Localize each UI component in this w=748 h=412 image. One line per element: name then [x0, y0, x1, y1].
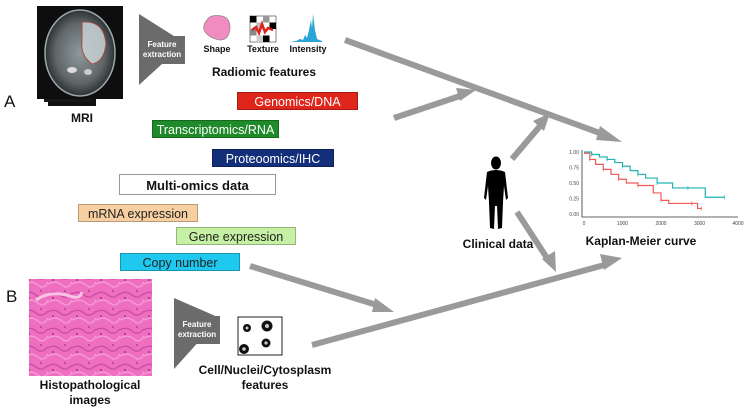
panel-letter-b: B [6, 287, 18, 306]
km-y-tick-label: 0.75 [569, 166, 579, 172]
arrowhead-clinical-down [542, 251, 556, 272]
cell-nuclei-icon [237, 316, 283, 356]
arrowhead-copy-number [372, 298, 394, 312]
arrow-copy-number-to-path [249, 263, 381, 309]
arrowhead-km-top [596, 126, 622, 142]
arrowhead-genomics [456, 88, 476, 101]
km-x-tick-label: 0 [583, 221, 586, 227]
km-series-group-red [584, 152, 702, 210]
km-y-tick-label: 0.00 [569, 212, 579, 218]
feature-extraction-label-a: Feature extraction [142, 40, 182, 59]
histo-label-line2: images [69, 393, 111, 407]
km-y-tick-label: 0.25 [569, 197, 579, 203]
km-y-tick-label: 0.50 [569, 181, 579, 187]
omics-box-transcriptomics: Transcriptomics/RNA [152, 120, 279, 138]
km-x-tick-label: 1000 [617, 221, 628, 227]
arrow-clinical-up [509, 124, 543, 161]
radiomic-features-title: Radiomic features [212, 65, 316, 79]
cell-features-line2: features [242, 378, 289, 392]
arrow-clinical-down [514, 210, 550, 260]
omics-box-mrna: mRNA expression [78, 204, 198, 222]
omics-box-proteomics: Proteoomics/IHC [212, 149, 334, 167]
km-x-tick-label: 2000 [655, 221, 666, 227]
arrow-histo-to-km [311, 261, 609, 348]
panel-letter-a: A [4, 92, 16, 111]
km-x-tick-label: 3000 [694, 221, 705, 227]
omics-box-genomics: Genomics/DNA [237, 92, 358, 110]
mri-image-stack [37, 6, 123, 106]
feature-extractor-a [139, 14, 185, 85]
arrowhead-clinical-up [533, 113, 550, 131]
clinical-data-label: Clinical data [463, 237, 534, 251]
km-series-group-teal [584, 151, 725, 198]
radiomic-intensity-label: Intensity [289, 44, 326, 54]
texture-grid-icon [249, 15, 277, 43]
feature-extraction-label-b: Feature extraction [177, 320, 217, 339]
kaplan-meier-chart: 0.00 0.25 0.50 0.75 1.00 0 1000 2000 3000 4000 [569, 150, 744, 227]
feature-extractor-b [174, 298, 220, 369]
km-x-tick-label: 4000 [732, 221, 743, 227]
cell-features-line1: Cell/Nuclei/Cytosplasm [199, 363, 332, 377]
person-icon [484, 156, 508, 229]
tumor-region [81, 21, 107, 65]
shape-blob-icon [203, 15, 231, 41]
flow-arrows [249, 37, 622, 348]
mri-label: MRI [71, 111, 93, 125]
km-y-tick-label: 1.00 [569, 150, 579, 156]
omics-box-gene-expression: Gene expression [176, 227, 296, 245]
arrow-genomics-to-path [393, 93, 461, 121]
km-label: Kaplan-Meier curve [586, 234, 697, 248]
radiomic-shape-label: Shape [203, 44, 230, 54]
histogram-icon [290, 14, 322, 42]
radiomic-texture-label: Texture [247, 44, 279, 54]
multi-omics-title: Multi-omics data [119, 174, 276, 195]
arrowhead-km-bottom [600, 254, 622, 270]
histo-label-line1: Histopathological [40, 378, 141, 392]
omics-box-copy-number: Copy number [120, 253, 240, 271]
arrow-radiomics-to-km [343, 37, 610, 139]
